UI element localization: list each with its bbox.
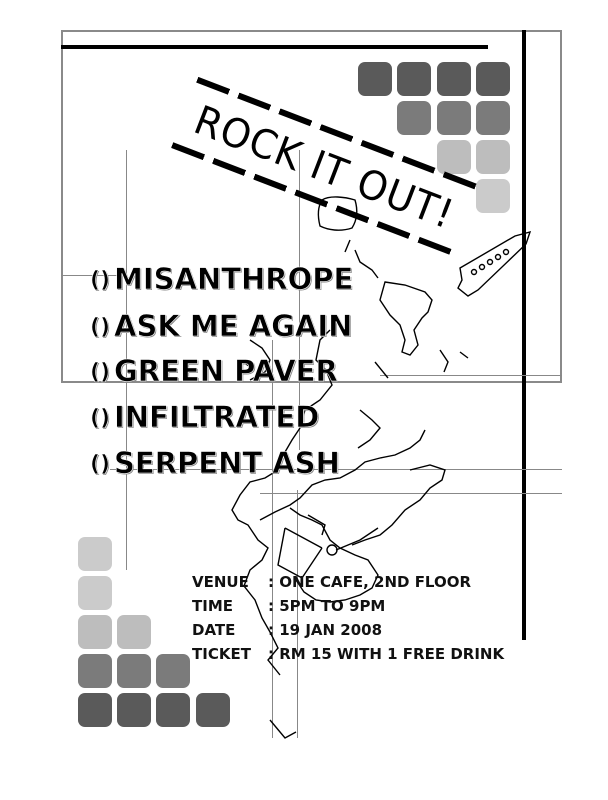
guide-line-v4	[299, 150, 300, 450]
square-icon	[476, 62, 510, 96]
band-name: GREEN PAVER	[114, 354, 338, 388]
band-list-item: ()ASK ME AGAIN	[90, 309, 353, 344]
guide-line-v1	[126, 150, 127, 570]
band-list-item: ()SERPENT ASH	[90, 447, 340, 481]
bullet-icon: ()	[90, 452, 111, 478]
band-name: MISANTHROPE	[114, 262, 354, 296]
poster-frame	[61, 30, 562, 383]
bullet-icon: ()	[90, 315, 111, 341]
guide-line-h4	[260, 493, 562, 494]
right-black-rule	[522, 30, 526, 640]
square-icon	[78, 654, 112, 688]
square-icon	[358, 62, 392, 96]
band-name: SERPENT ASH	[114, 446, 340, 480]
square-icon	[117, 693, 151, 727]
band-list-item: ()MISANTHROPE	[90, 262, 354, 297]
square-icon	[117, 654, 151, 688]
detail-label: VENUE	[192, 573, 249, 591]
square-icon	[156, 654, 190, 688]
square-icon	[117, 615, 151, 649]
guide-line-h1	[61, 275, 121, 276]
detail-time: TIME : 5PM TO 9PM	[192, 594, 385, 618]
square-icon	[78, 576, 112, 610]
detail-ticket: TICKET : RM 15 WITH 1 FREE DRINK	[192, 642, 504, 666]
guide-line-v2	[272, 340, 273, 738]
square-icon	[437, 101, 471, 135]
guide-line-v3	[297, 490, 298, 738]
top-black-rule	[61, 45, 488, 49]
band-name: INFILTRATED	[114, 400, 320, 434]
guide-line-h3	[110, 469, 562, 470]
detail-date: DATE : 19 JAN 2008	[192, 618, 382, 642]
square-icon	[437, 140, 471, 174]
detail-label: TICKET	[192, 645, 251, 663]
square-icon	[196, 693, 230, 727]
square-icon	[78, 615, 112, 649]
bullet-icon: ()	[90, 268, 111, 294]
detail-value: : 5PM TO 9PM	[268, 597, 386, 615]
square-icon	[156, 693, 190, 727]
detail-value: : RM 15 WITH 1 FREE DRINK	[268, 645, 505, 663]
detail-value: : 19 JAN 2008	[268, 621, 383, 639]
square-icon	[397, 62, 431, 96]
square-icon	[78, 693, 112, 727]
bullet-icon: ()	[90, 360, 111, 386]
square-icon	[476, 179, 510, 213]
guide-line-h2	[380, 375, 562, 376]
bullet-icon: ()	[90, 406, 111, 432]
square-icon	[397, 101, 431, 135]
band-list-item: ()GREEN PAVER	[90, 355, 338, 389]
detail-label: DATE	[192, 621, 236, 639]
square-icon	[476, 101, 510, 135]
square-icon	[476, 140, 510, 174]
band-list-item: ()INFILTRATED	[90, 400, 320, 435]
square-icon	[78, 537, 112, 571]
square-icon	[437, 62, 471, 96]
band-name: ASK ME AGAIN	[114, 309, 353, 343]
detail-value: : ONE CAFE, 2ND FLOOR	[268, 573, 472, 591]
detail-label: TIME	[192, 597, 233, 615]
detail-venue: VENUE : ONE CAFE, 2ND FLOOR	[192, 570, 471, 594]
